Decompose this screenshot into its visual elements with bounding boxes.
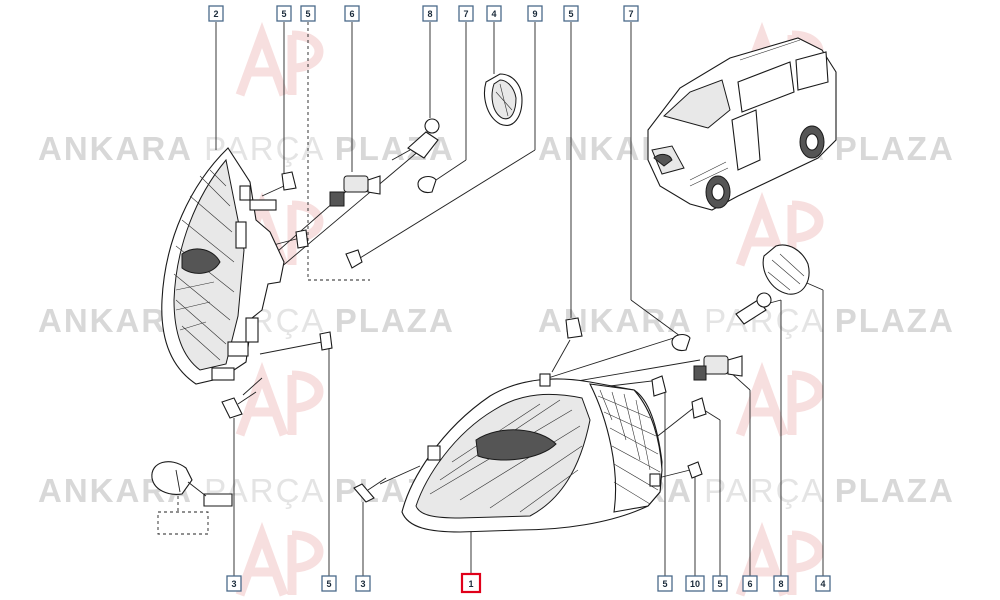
watermark-text-row: ANKARA PARÇA PLAZA [38,130,455,167]
callout-label: 5 [563,5,579,22]
svg-text:4: 4 [491,9,496,19]
watermark-logo [235,521,324,597]
svg-text:5: 5 [662,579,667,589]
top-small-parts [281,118,440,269]
svg-text:6: 6 [349,9,354,19]
callout-label: 5 [300,5,316,22]
callout-label: 6 [742,575,758,592]
dust-cap-part [762,244,810,295]
callout-label: 6 [344,5,360,22]
left-headlamp-side-view [161,147,285,385]
callout-label: 9 [527,5,543,22]
callout-label-highlighted: 1 [460,572,482,594]
callout-label: 4 [486,5,502,22]
screw-part [353,477,387,503]
callout-label: 5 [276,5,292,22]
callout-label: 10 [685,575,705,592]
watermark-text-row: ANKARA PARÇA PLAZA [38,472,455,509]
leader-lines-top [215,22,681,337]
bulb-part [735,292,772,325]
watermark-logo [235,21,324,97]
svg-text:8: 8 [427,9,432,19]
callout-label: 2 [208,5,224,22]
svg-text:5: 5 [568,9,573,19]
watermark-logo [235,361,324,437]
svg-text:3: 3 [231,579,236,589]
svg-text:7: 7 [628,9,633,19]
callout-label: 5 [712,575,728,592]
svg-text:1: 1 [468,579,473,589]
svg-text:8: 8 [778,579,783,589]
callouts-top: 2 5 5 6 8 7 4 9 5 7 [208,5,639,22]
callout-label: 7 [623,5,639,22]
svg-text:5: 5 [281,9,286,19]
callout-label: 3 [355,575,371,592]
callout-label: 8 [422,5,438,22]
small-bulb-part [151,461,233,535]
svg-text:5: 5 [717,579,722,589]
headlight-bulb-part [693,355,743,381]
main-headlamp-part [401,373,663,533]
svg-text:5: 5 [305,9,310,19]
svg-text:4: 4 [820,579,825,589]
callouts-bottom: 3 5 3 1 5 10 5 6 8 4 [226,572,831,594]
right-small-parts [221,244,810,503]
callout-label: 5 [321,575,337,592]
leader-lines-bottom [233,279,824,576]
svg-text:6: 6 [747,579,752,589]
bulb-part [391,118,440,161]
callout-label: 8 [773,575,789,592]
dust-cap-part [483,73,523,126]
watermark-logo [735,361,824,437]
callout-label: 5 [657,575,673,592]
callout-label: 7 [458,5,474,22]
headlight-bulb-part [329,175,381,207]
callout-label: 3 [226,575,242,592]
watermark-logo [735,521,824,597]
callout-label: 4 [815,575,831,592]
svg-text:10: 10 [690,579,700,589]
svg-text:3: 3 [360,579,365,589]
screw-part [221,391,257,419]
svg-text:5: 5 [326,579,331,589]
svg-text:9: 9 [532,9,537,19]
van-illustration [647,37,837,211]
svg-text:2: 2 [213,9,218,19]
svg-text:7: 7 [463,9,468,19]
